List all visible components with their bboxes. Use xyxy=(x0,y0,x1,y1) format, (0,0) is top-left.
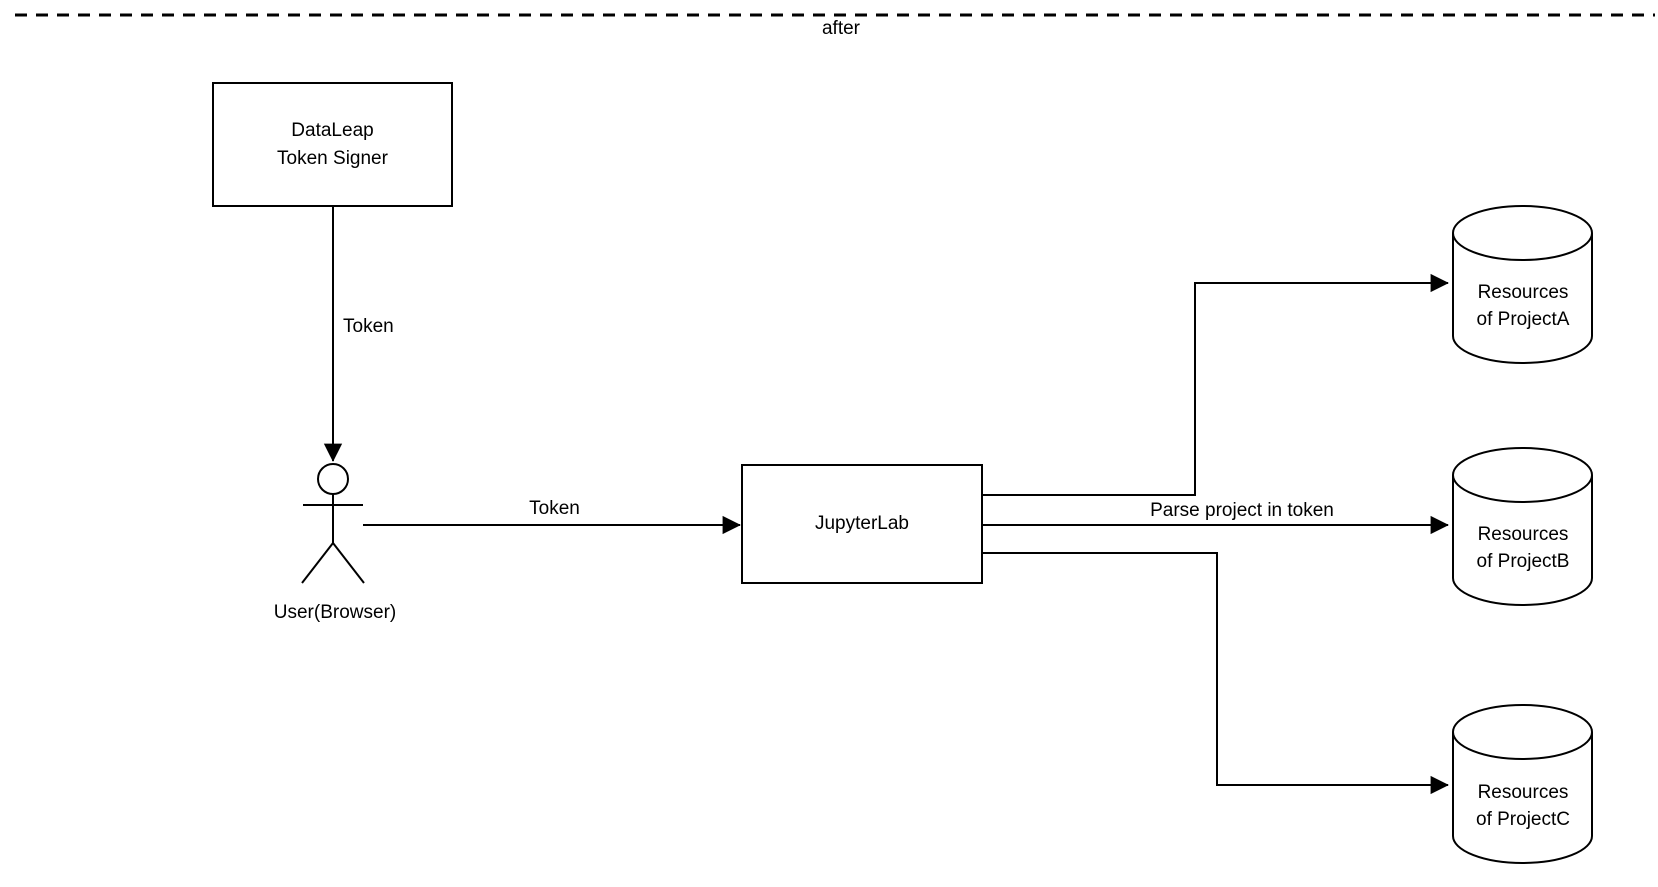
project-b-label: Resources of ProjectB xyxy=(1476,524,1570,572)
database-icon-project-b xyxy=(1452,447,1593,606)
after-label: after xyxy=(821,18,861,39)
project-c-label: Resources of ProjectC xyxy=(1476,782,1570,830)
edge-jupyterlab-to-project-c xyxy=(982,552,1449,795)
edge-jupyterlab-to-project-a xyxy=(982,273,1449,496)
jupyterlab-label: JupyterLab xyxy=(814,513,909,534)
edge-label-token-user: Token xyxy=(529,498,580,519)
edge-label-parse-project: Parse project in token xyxy=(1150,500,1334,521)
token-signer-box: DataLeap Token Signer xyxy=(212,82,453,207)
project-a-label: Resources of ProjectA xyxy=(1476,282,1570,330)
token-signer-label: DataLeap Token Signer xyxy=(277,119,388,169)
actor-icon xyxy=(301,463,365,584)
user-label: User(Browser) xyxy=(273,602,397,623)
edge-label-token-signer: Token xyxy=(343,316,394,337)
jupyterlab-box: JupyterLab xyxy=(741,464,983,584)
database-icon-project-c xyxy=(1452,704,1593,864)
database-icon-project-a xyxy=(1452,205,1593,364)
